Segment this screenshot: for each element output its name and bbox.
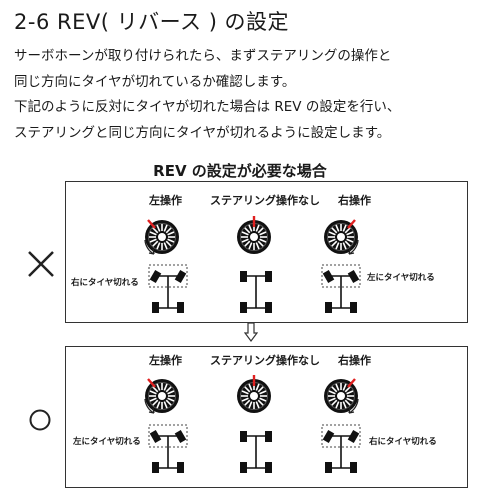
arrow-down-icon: [244, 322, 258, 342]
chassis-left-icon: [148, 264, 190, 320]
instruction-line: サーボホーンが取り付けられたら、まずステアリングの操作と: [14, 48, 392, 64]
correct-mark-icon: [28, 408, 52, 432]
right-tire-direction-label: 右にタイヤ切れる: [369, 437, 437, 447]
steering-wheel-center-icon: [234, 215, 274, 259]
instruction-line: ステアリングと同じ方向にタイヤが切れるように設定します。: [14, 124, 391, 141]
steering-wheel-left-icon: [142, 374, 182, 418]
right-steer-label: 右操作: [338, 194, 371, 207]
chassis-center-icon: [236, 264, 278, 320]
no-steer-label: ステアリング操作なし: [210, 354, 320, 367]
steering-wheel-center-icon: [234, 374, 274, 418]
chassis-right-icon: [321, 424, 363, 480]
right-steer-label: 右操作: [338, 354, 371, 367]
left-steer-label: 左操作: [149, 194, 182, 207]
right-tire-direction-label: 左にタイヤ切れる: [367, 273, 435, 283]
chassis-center-icon: [236, 424, 278, 480]
section-heading: 2-6 REV( リバース ) の設定: [14, 10, 290, 34]
left-tire-direction-label: 右にタイヤ切れる: [71, 278, 139, 288]
instruction-line: 同じ方向にタイヤが切れているか確認します。: [14, 73, 296, 90]
chassis-left-icon: [148, 424, 190, 480]
left-tire-direction-label: 左にタイヤ切れる: [73, 437, 141, 447]
correct-example-panel: 左操作 ステアリング操作なし 右操作 左にタイヤ切れる 右にタイヤ切れる: [65, 346, 468, 488]
steering-wheel-left-icon: [142, 215, 182, 259]
diagram-title: REV の設定が必要な場合: [153, 162, 327, 180]
wrong-mark-icon: [26, 249, 56, 279]
instruction-text: サーボホーンが取り付けられたら、まずステアリングの操作と 同じ方向にタイヤが切れ…: [14, 44, 474, 146]
chassis-right-icon: [321, 264, 363, 320]
no-steer-label: ステアリング操作なし: [210, 194, 320, 207]
instruction-line: 下記のように反対にタイヤが切れた場合は REV の設定を行い、: [14, 99, 401, 115]
wrong-example-panel: 左操作 ステアリング操作なし 右操作 右にタイヤ切れる 左にタイヤ切れる: [65, 181, 468, 323]
steering-wheel-right-icon: [321, 215, 361, 259]
left-steer-label: 左操作: [149, 354, 182, 367]
steering-wheel-right-icon: [321, 374, 361, 418]
